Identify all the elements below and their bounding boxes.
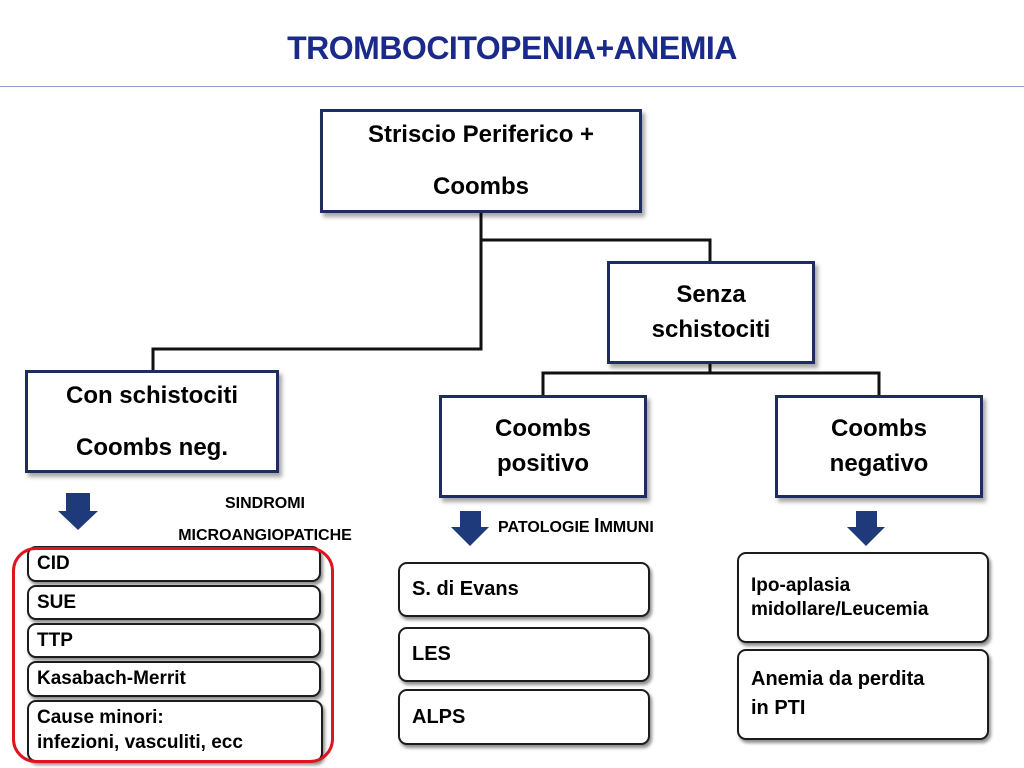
label-patologie-initial: I	[594, 515, 600, 537]
con-line1: Con schistociti	[65, 381, 239, 409]
anemia-perdita-line1: Anemia da perdita	[751, 668, 925, 690]
connector-root-to-con	[151, 240, 483, 372]
list-item-label: CID	[37, 553, 70, 575]
list-item-anemia-perdita: Anemia da perdita in PTI	[737, 649, 989, 740]
box-senza-schistociti: Senza schistociti	[607, 261, 815, 364]
label-sindromi-line1: SINDROMI	[225, 495, 305, 512]
list-item-les: LES	[398, 627, 650, 682]
cause-minori-line1: Cause minori:	[37, 707, 164, 729]
connector-senza-to-neg	[710, 371, 881, 396]
list-item-label: TTP	[37, 629, 73, 651]
down-arrow-middle	[451, 511, 489, 546]
list-item-label: S. di Evans	[412, 578, 519, 600]
label-sindromi-line2: MICROANGIOPATICHE	[178, 527, 352, 544]
list-item-cid: CID	[27, 546, 321, 582]
coombs-pos-line1: Coombs	[495, 414, 591, 442]
label-patologie-immuni: PATOLOGIE IMMUNI	[498, 515, 654, 538]
label-patologie-rest: MMUNI	[599, 519, 654, 536]
list-item-evans: S. di Evans	[398, 562, 650, 617]
list-item-label: SUE	[37, 591, 77, 613]
ipo-aplasia-line1: Ipo-aplasia	[751, 574, 851, 596]
list-item-label: Kasabach-Merrit	[37, 668, 186, 690]
root-box-line2: Coombs	[433, 173, 529, 200]
list-item-label: LES	[412, 643, 451, 665]
list-item-ipo-aplasia: Ipo-aplasia midollare/Leucemia	[737, 552, 989, 643]
coombs-neg-line2: negativo	[829, 449, 929, 477]
box-con-schistociti: Con schistociti Coombs neg.	[25, 370, 279, 473]
list-item-cause-minori: Cause minori: infezioni, vasculiti, ecc	[27, 700, 323, 762]
label-sindromi: SINDROMI MICROANGIOPATICHE	[140, 488, 390, 552]
connector-senza-split	[541, 362, 712, 396]
list-item-label: ALPS	[412, 705, 466, 728]
senza-line1: Senza	[676, 280, 746, 308]
list-item-alps: ALPS	[398, 689, 650, 745]
title-divider	[0, 86, 1024, 87]
root-box-line1: Striscio Periferico +	[367, 121, 595, 149]
cause-minori-line2: infezioni, vasculiti, ecc	[37, 732, 243, 753]
coombs-pos-line2: positivo	[496, 449, 589, 477]
box-coombs-negativo: Coombs negativo	[775, 395, 983, 498]
coombs-neg-line1: Coombs	[831, 414, 927, 442]
connector-root-trunk	[479, 212, 712, 262]
root-box-striscio: Striscio Periferico + Coombs	[320, 109, 642, 213]
page-title: TROMBOCITOPENIA+ANEMIA	[287, 30, 737, 66]
senza-line2: schistociti	[651, 315, 771, 343]
anemia-perdita-line2: in PTI	[751, 697, 806, 719]
con-line2: Coombs neg.	[75, 433, 228, 461]
list-item-sue: SUE	[27, 585, 321, 620]
box-coombs-positivo: Coombs positivo	[439, 395, 647, 498]
highlight-outline	[12, 547, 334, 763]
down-arrow-left	[58, 493, 98, 530]
label-patologie-prefix: PATOLOGIE	[498, 519, 595, 536]
down-arrow-right	[847, 511, 885, 546]
list-item-ttp: TTP	[27, 623, 321, 658]
list-item-kasabach: Kasabach-Merrit	[27, 661, 321, 697]
ipo-aplasia-line2: midollare/Leucemia	[751, 598, 929, 620]
